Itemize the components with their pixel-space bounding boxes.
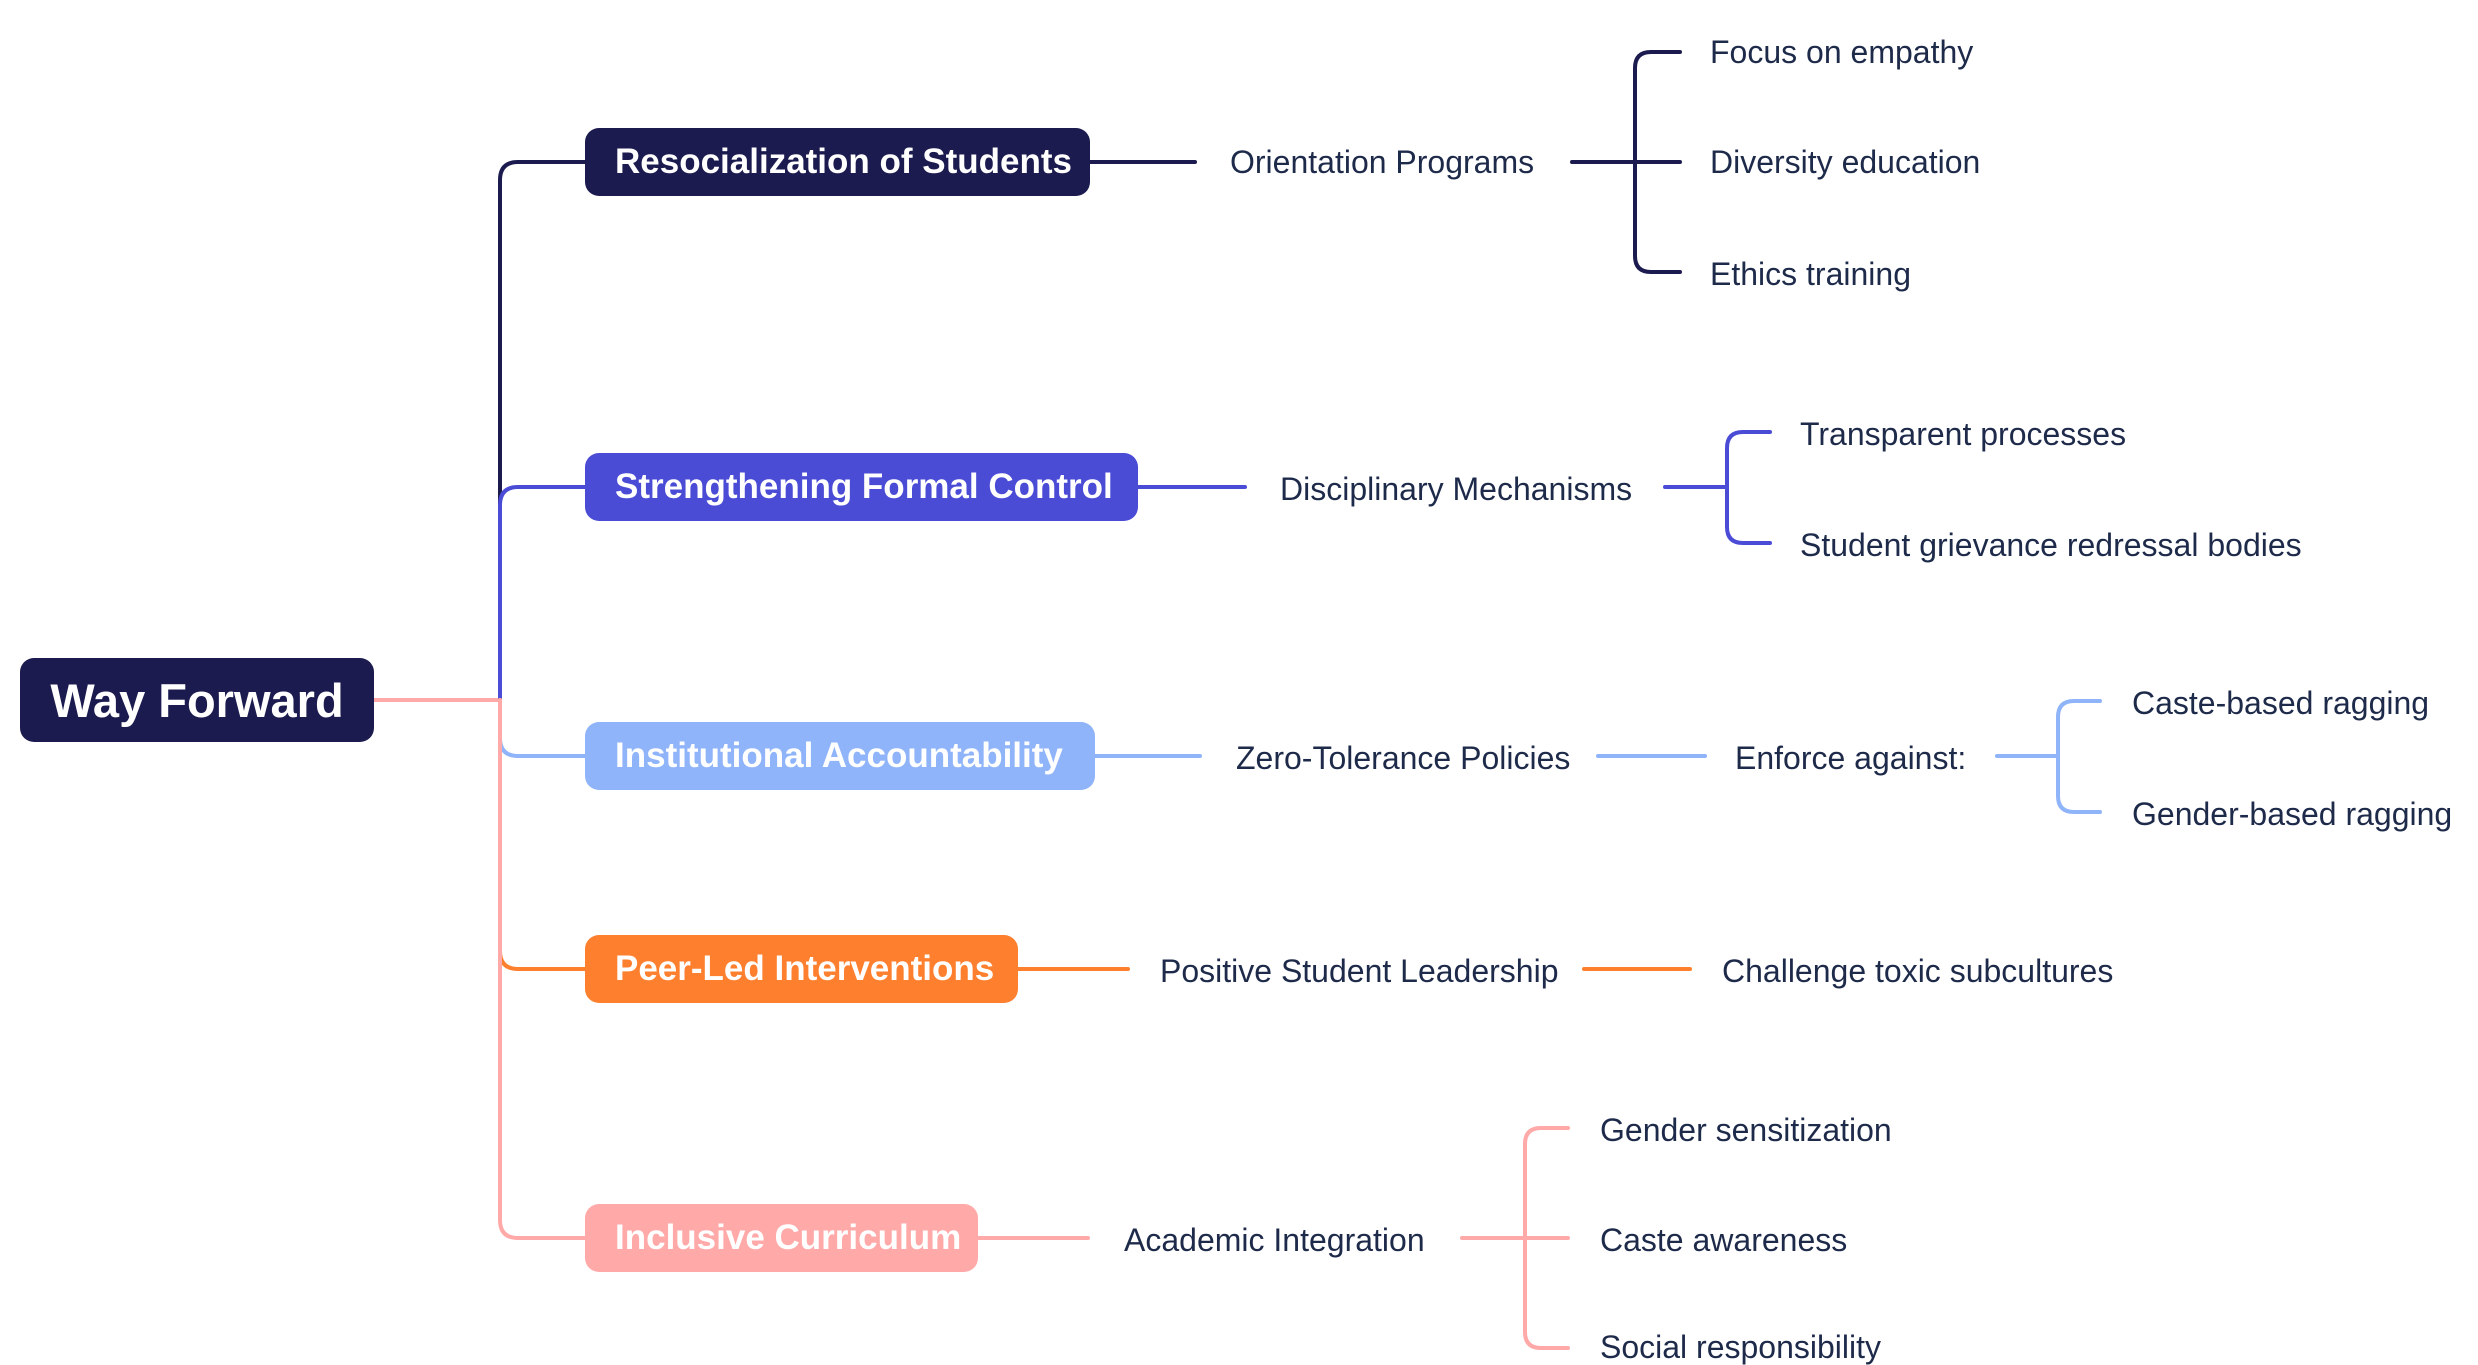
- leaf-node: Student grievance redressal bodies: [1800, 527, 2302, 563]
- leaf-node: Social responsibility: [1600, 1329, 1882, 1365]
- sub-node-positive-leadership: Positive Student Leadership: [1160, 953, 1559, 989]
- leaf-node: Gender-based ragging: [2132, 796, 2453, 832]
- trunk-branch3: [498, 698, 587, 758]
- branch-node-institutional-accountability: Institutional Accountability: [585, 722, 1095, 790]
- leaf-node: Caste-based ragging: [2132, 685, 2430, 721]
- leaf-node: Transparent processes: [1800, 416, 2127, 452]
- sub-node-orientation-programs: Orientation Programs: [1230, 144, 1535, 180]
- sub-node-enforce-against: Enforce against:: [1735, 740, 1967, 776]
- leaf-node: Ethics training: [1710, 256, 1911, 292]
- trunk-branch5: [498, 698, 587, 1240]
- branch2-bracket: [1725, 430, 1772, 545]
- leaf-node: Diversity education: [1710, 144, 1981, 180]
- branch-node-peer-led: Peer-Led Interventions: [585, 935, 1018, 1003]
- trunk-branch1: [498, 160, 587, 702]
- branch3-bracket: [2056, 699, 2102, 814]
- branch-node-inclusive-curriculum: Inclusive Curriculum: [585, 1204, 978, 1272]
- leaf-node: Caste awareness: [1600, 1222, 1848, 1258]
- trunk-branch2: [498, 485, 587, 702]
- branch5-bracket: [1523, 1126, 1570, 1350]
- branch-node-resocialization: Resocialization of Students: [585, 128, 1090, 196]
- root-node: Way Forward: [20, 658, 374, 742]
- sub-node-zero-tolerance: Zero-Tolerance Policies: [1236, 740, 1571, 776]
- branch1-bracket: [1633, 50, 1682, 274]
- sub-node-disciplinary-mechanisms: Disciplinary Mechanisms: [1280, 471, 1633, 507]
- sub-node-challenge-subcultures: Challenge toxic subcultures: [1722, 953, 2114, 989]
- trunk-branch4: [498, 698, 587, 971]
- leaf-node: Gender sensitization: [1600, 1112, 1892, 1148]
- branch-node-formal-control: Strengthening Formal Control: [585, 453, 1138, 521]
- sub-node-academic-integration: Academic Integration: [1124, 1222, 1425, 1258]
- leaf-node: Focus on empathy: [1710, 34, 1974, 70]
